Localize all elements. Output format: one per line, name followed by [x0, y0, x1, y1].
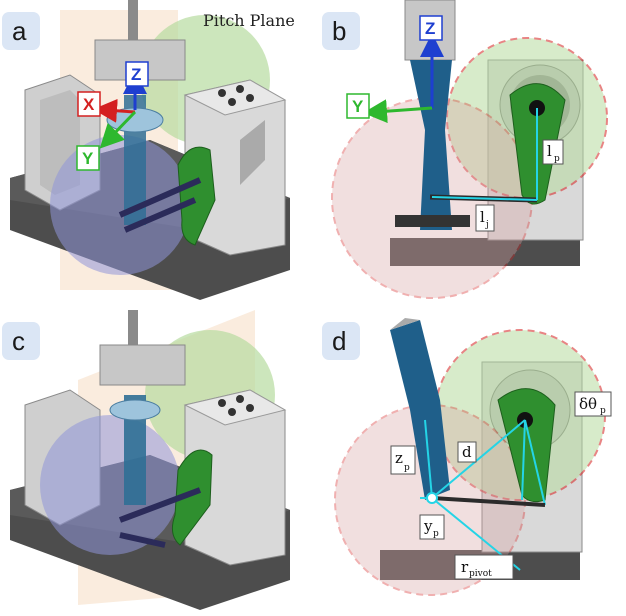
- green-crank: [177, 146, 216, 246]
- blue-column-d: [390, 320, 450, 500]
- green-crank-d: [497, 388, 556, 503]
- axis-y-arrow-b: [363, 99, 433, 124]
- lj-line: [431, 196, 538, 201]
- symbol-zp: z: [395, 449, 403, 467]
- d-line: [431, 419, 526, 499]
- panel-b-label: b: [332, 16, 346, 46]
- base-plate-b: [390, 238, 580, 266]
- panel-c-label: c: [12, 326, 25, 356]
- crank-line-1: [524, 419, 546, 506]
- green-crank-c: [171, 449, 213, 546]
- vertical-rod: [128, 0, 138, 60]
- blue-column-b: [410, 60, 452, 230]
- axis-z-label: Z: [131, 65, 141, 84]
- symbol-rpivot: r: [461, 558, 469, 576]
- symbol-yp-sub: p: [433, 529, 439, 539]
- symbol-lj: l: [480, 208, 485, 226]
- blue-workspace-sphere: [50, 135, 190, 275]
- panel-d-label: d: [332, 326, 346, 356]
- symbol-zp-sub: p: [404, 463, 410, 473]
- axis-x-label: X: [83, 95, 95, 114]
- blue-workspace-sphere-c: [40, 415, 180, 555]
- pitch-plane-label: Pitch Plane: [203, 11, 295, 30]
- symbol-lp-sub: p: [554, 154, 560, 164]
- axis-z-label-b: Z: [425, 19, 435, 38]
- axis-y-label-b: Y: [352, 97, 364, 116]
- symbol-yp: y: [423, 517, 433, 535]
- symbol-lp: l: [547, 142, 552, 160]
- panel-d: d z p d δθ p y p r pivot: [322, 318, 612, 596]
- symbol-dtheta: δθ: [579, 395, 597, 413]
- panel-b: b Z Y l p l j: [322, 0, 608, 299]
- crank-line-2: [521, 419, 526, 501]
- symbol-rpivot-sub: pivot: [469, 569, 492, 579]
- blue-column-c: [124, 395, 146, 505]
- symbol-dtheta-sub: p: [600, 406, 606, 416]
- panel-c: c: [2, 310, 290, 610]
- axis-y-arrow: [99, 110, 137, 149]
- axis-x-arrow: [93, 98, 136, 123]
- zp-line: [424, 419, 433, 499]
- symbol-d: d: [462, 443, 472, 461]
- vertical-rod-c: [128, 310, 138, 370]
- panel-a: a Pitch Plane Z X Y: [2, 0, 295, 300]
- axis-y-label: Y: [82, 149, 94, 168]
- symbol-lj-sub: j: [485, 220, 489, 230]
- panel-a-label: a: [12, 16, 27, 46]
